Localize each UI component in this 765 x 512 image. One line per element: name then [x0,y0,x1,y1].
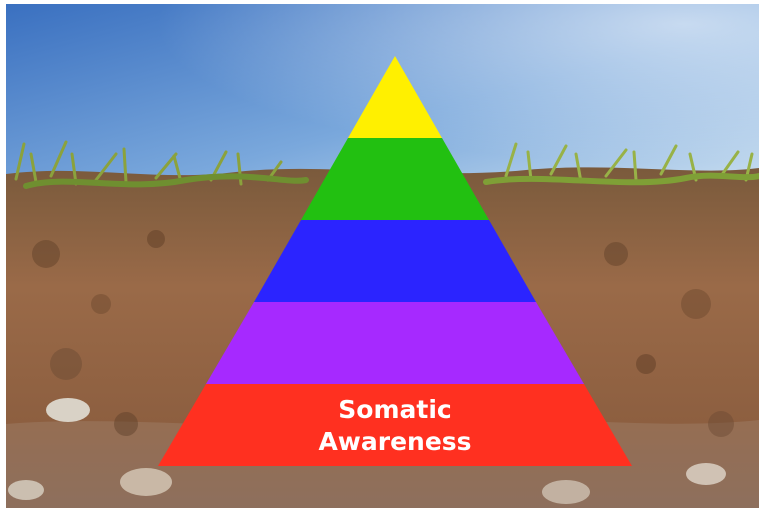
pyramid-level-4 [206,302,584,384]
pyramid-level-5-label-line-1: Somatic [338,395,451,424]
pyramid-level-3 [254,220,536,302]
pyramid-level-5-label-line-2: Awareness [318,427,471,456]
background-photo: Somatic Awareness [6,4,759,508]
